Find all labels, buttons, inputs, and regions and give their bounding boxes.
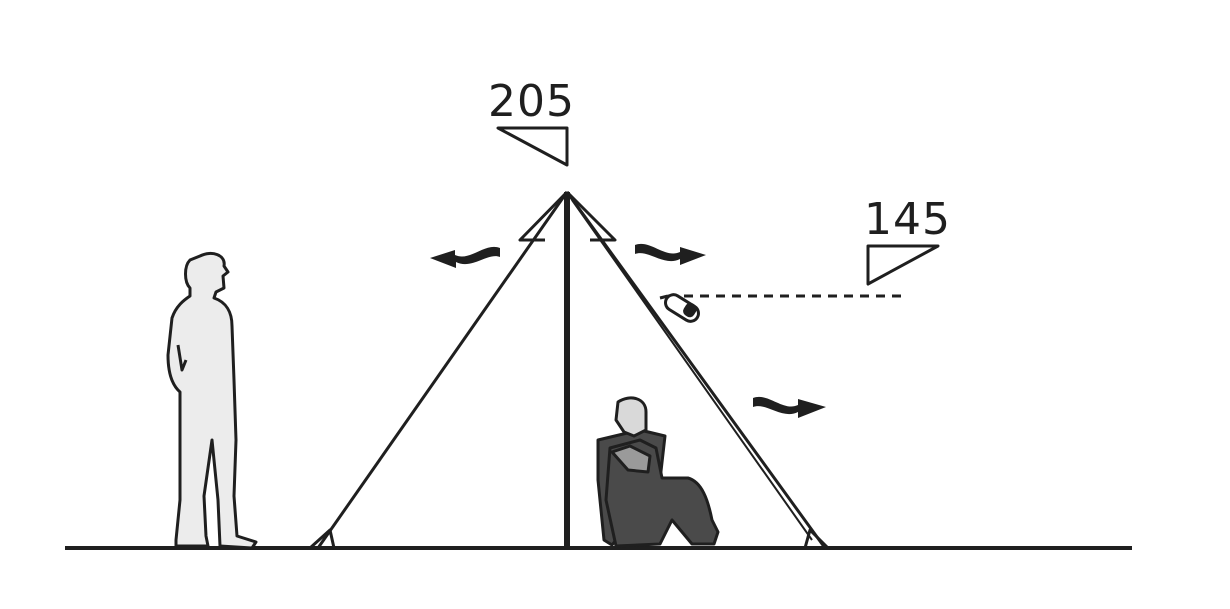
lantern-icon — [659, 293, 700, 323]
lamp-height-label: 145 — [864, 194, 951, 245]
vent-arrow-left-icon — [430, 246, 500, 268]
standing-person — [166, 251, 258, 550]
tent-height-marker-icon — [496, 126, 569, 167]
tent-shape — [308, 190, 830, 550]
vent-arrow-right-top-icon — [635, 243, 706, 265]
lamp-height-marker-icon — [866, 244, 940, 286]
vent-arrow-right-bottom-icon — [753, 396, 826, 418]
sitting-person — [596, 396, 720, 548]
tent-height-label: 205 — [488, 76, 575, 127]
